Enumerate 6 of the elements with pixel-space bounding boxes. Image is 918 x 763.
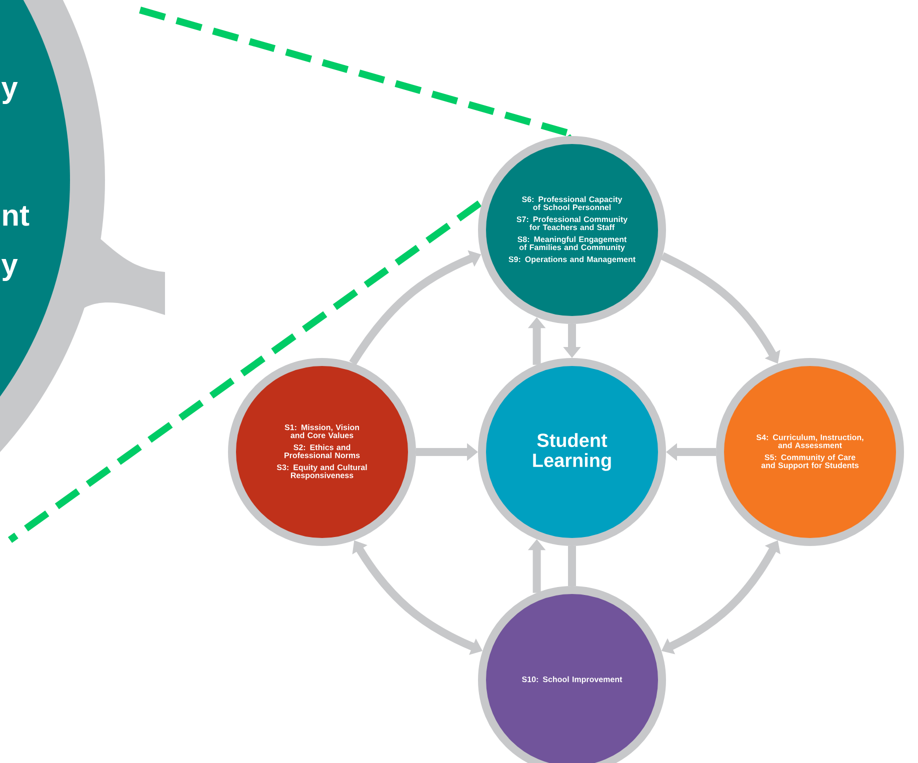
circle-node: S10: School Improvement — [478, 586, 666, 763]
circle-node: S4: Curriculum, Instruction, and Assessment S5: Community of Care and Support for Students — [716, 358, 904, 546]
circle-node: Student Learning — [478, 358, 666, 546]
circle-node: S6: Professional Capacity of School Personnel S7: Professional Community for Teachers and Staff S8: Meaningful Engagement of Families and Community S9: Operations and Management — [478, 136, 666, 324]
circle-node: y nt y — [0, 0, 165, 585]
circle-node: S1: Mission, Vision and Core Values S2: Ethics and Professional Norms S3: Equity and Cultural Responsiveness — [228, 358, 416, 546]
